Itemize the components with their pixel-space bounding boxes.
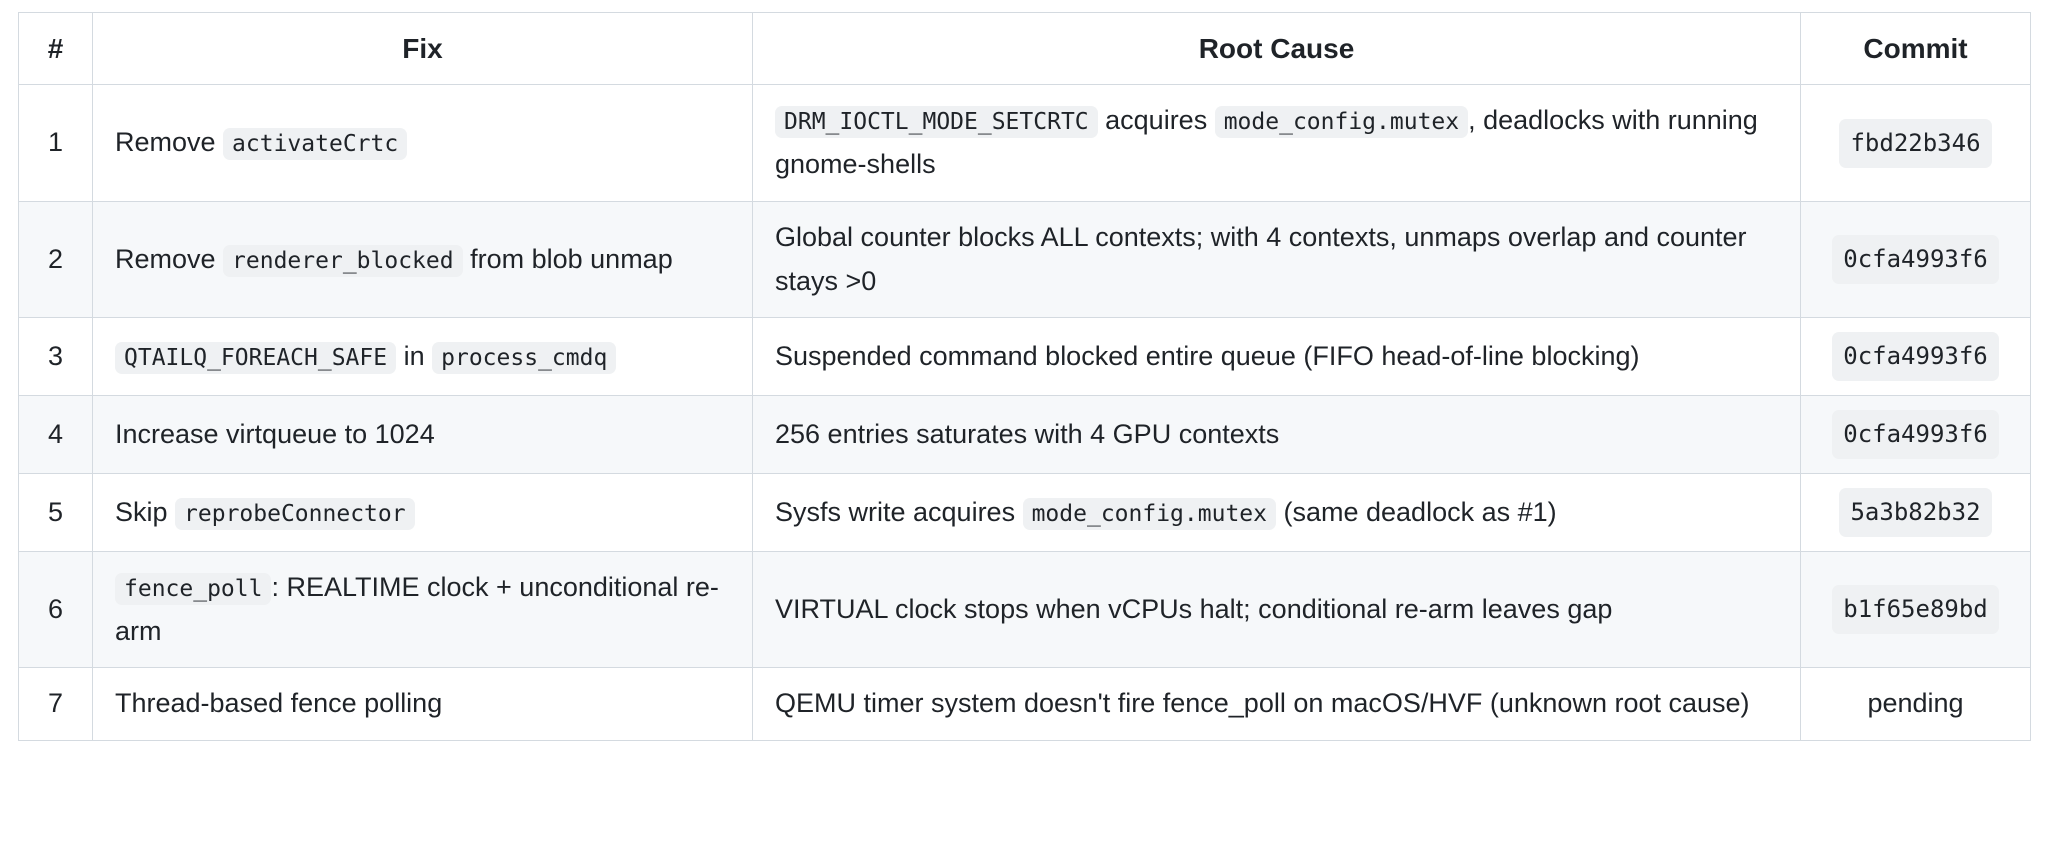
cell-text: Skip: [115, 496, 176, 527]
inline-code: QTAILQ_FOREACH_SAFE: [115, 341, 397, 374]
commit-cell: 5a3b82b32: [1800, 473, 2031, 552]
inline-code: renderer_blocked: [223, 244, 463, 277]
commit-hash: fbd22b346: [1839, 118, 1992, 168]
commit-status: pending: [1867, 688, 1964, 719]
fix-cell: Thread-based fence polling: [92, 667, 753, 742]
commit-cell: 0cfa4993f6: [1800, 200, 2031, 319]
commit-cell: pending: [1800, 667, 2031, 742]
fix-cell: Increase virtqueue to 1024: [92, 395, 753, 475]
root-cause-cell: QEMU timer system doesn't fire fence_pol…: [752, 667, 1801, 742]
cell-text: Increase virtqueue to 1024: [115, 418, 435, 449]
root-cause-cell: Suspended command blocked entire queue (…: [752, 317, 1801, 397]
commit-hash: 0cfa4993f6: [1832, 410, 1999, 460]
cell-text: 256 entries saturates with 4 GPU context…: [775, 418, 1280, 449]
column-header-root-cause: Root Cause: [752, 11, 1801, 86]
cell-text: Thread-based fence polling: [115, 688, 443, 719]
inline-code: process_cmdq: [432, 341, 617, 374]
inline-code: mode_config.mutex: [1022, 497, 1276, 530]
table-header-row: # Fix Root Cause Commit: [18, 11, 2031, 86]
commit-hash: 0cfa4993f6: [1832, 332, 1999, 382]
row-number: 7: [18, 667, 93, 742]
cell-text: : REALTIME clock + unconditional re-arm: [115, 571, 719, 646]
inline-code: reprobeConnector: [175, 497, 415, 530]
cell-text: QEMU timer system doesn't fire fence_pol…: [775, 688, 1750, 719]
commit-hash: 0cfa4993f6: [1832, 235, 1999, 284]
row-number: 6: [18, 550, 93, 669]
table-row: 4 Increase virtqueue to 1024 256 entries s…: [18, 395, 2031, 475]
cell-text: Suspended command blocked entire queue (…: [775, 340, 1640, 371]
column-header-fix: Fix: [92, 11, 753, 86]
cell-text: from blob unmap: [462, 243, 673, 274]
commit-hash: 5a3b82b32: [1839, 488, 1992, 537]
inline-code: fence_poll: [115, 572, 272, 605]
inline-code: DRM_IOCTL_MODE_SETCRTC: [775, 106, 1098, 139]
inline-code: mode_config.mutex: [1214, 106, 1469, 139]
cell-text: Global counter blocks ALL contexts; with…: [775, 221, 1747, 296]
table-row: 7 Thread-based fence polling QEMU timer sy…: [18, 667, 2031, 742]
cell-text: Remove: [115, 127, 224, 158]
commit-hash: b1f65e89bd: [1832, 585, 1999, 635]
row-number: 1: [18, 84, 93, 202]
cell-text: VIRTUAL clock stops when vCPUs halt; con…: [775, 593, 1613, 624]
fix-cell: Remove renderer_blocked from blob unmap: [92, 200, 753, 319]
fix-cell: fence_poll: REALTIME clock + uncondition…: [92, 550, 753, 669]
cell-text: in: [396, 340, 433, 371]
table-header: # Fix Root Cause Commit: [18, 11, 2031, 86]
fix-cell: QTAILQ_FOREACH_SAFE in process_cmdq: [92, 317, 753, 397]
fix-cell: Remove activateCrtc: [92, 84, 753, 202]
root-cause-cell: Sysfs write acquires mode_config.mutex (…: [752, 473, 1801, 552]
row-number: 2: [18, 200, 93, 319]
commit-cell: 0cfa4993f6: [1800, 395, 2031, 475]
root-cause-cell: 256 entries saturates with 4 GPU context…: [752, 395, 1801, 475]
cell-text: (same deadlock as #1): [1275, 496, 1557, 527]
cell-text: , deadlocks with running gnome-shells: [775, 105, 1758, 180]
row-number: 5: [18, 473, 93, 552]
row-number: 3: [18, 317, 93, 397]
root-cause-cell: Global counter blocks ALL contexts; with…: [752, 200, 1801, 319]
column-header-commit: Commit: [1800, 11, 2031, 86]
commit-cell: fbd22b346: [1800, 84, 2031, 202]
row-number: 4: [18, 395, 93, 475]
inline-code: activateCrtc: [223, 128, 408, 161]
root-cause-cell: VIRTUAL clock stops when vCPUs halt; con…: [752, 550, 1801, 669]
cell-text: Remove: [115, 243, 224, 274]
commit-cell: b1f65e89bd: [1800, 550, 2031, 669]
column-header-number: #: [18, 11, 93, 86]
fix-cell: Skip reprobeConnector: [92, 473, 753, 552]
root-cause-cell: DRM_IOCTL_MODE_SETCRTC acquires mode_con…: [752, 84, 1801, 202]
cell-text: acquires: [1097, 105, 1215, 136]
cell-text: Sysfs write acquires: [775, 496, 1023, 527]
commit-cell: 0cfa4993f6: [1800, 317, 2031, 397]
